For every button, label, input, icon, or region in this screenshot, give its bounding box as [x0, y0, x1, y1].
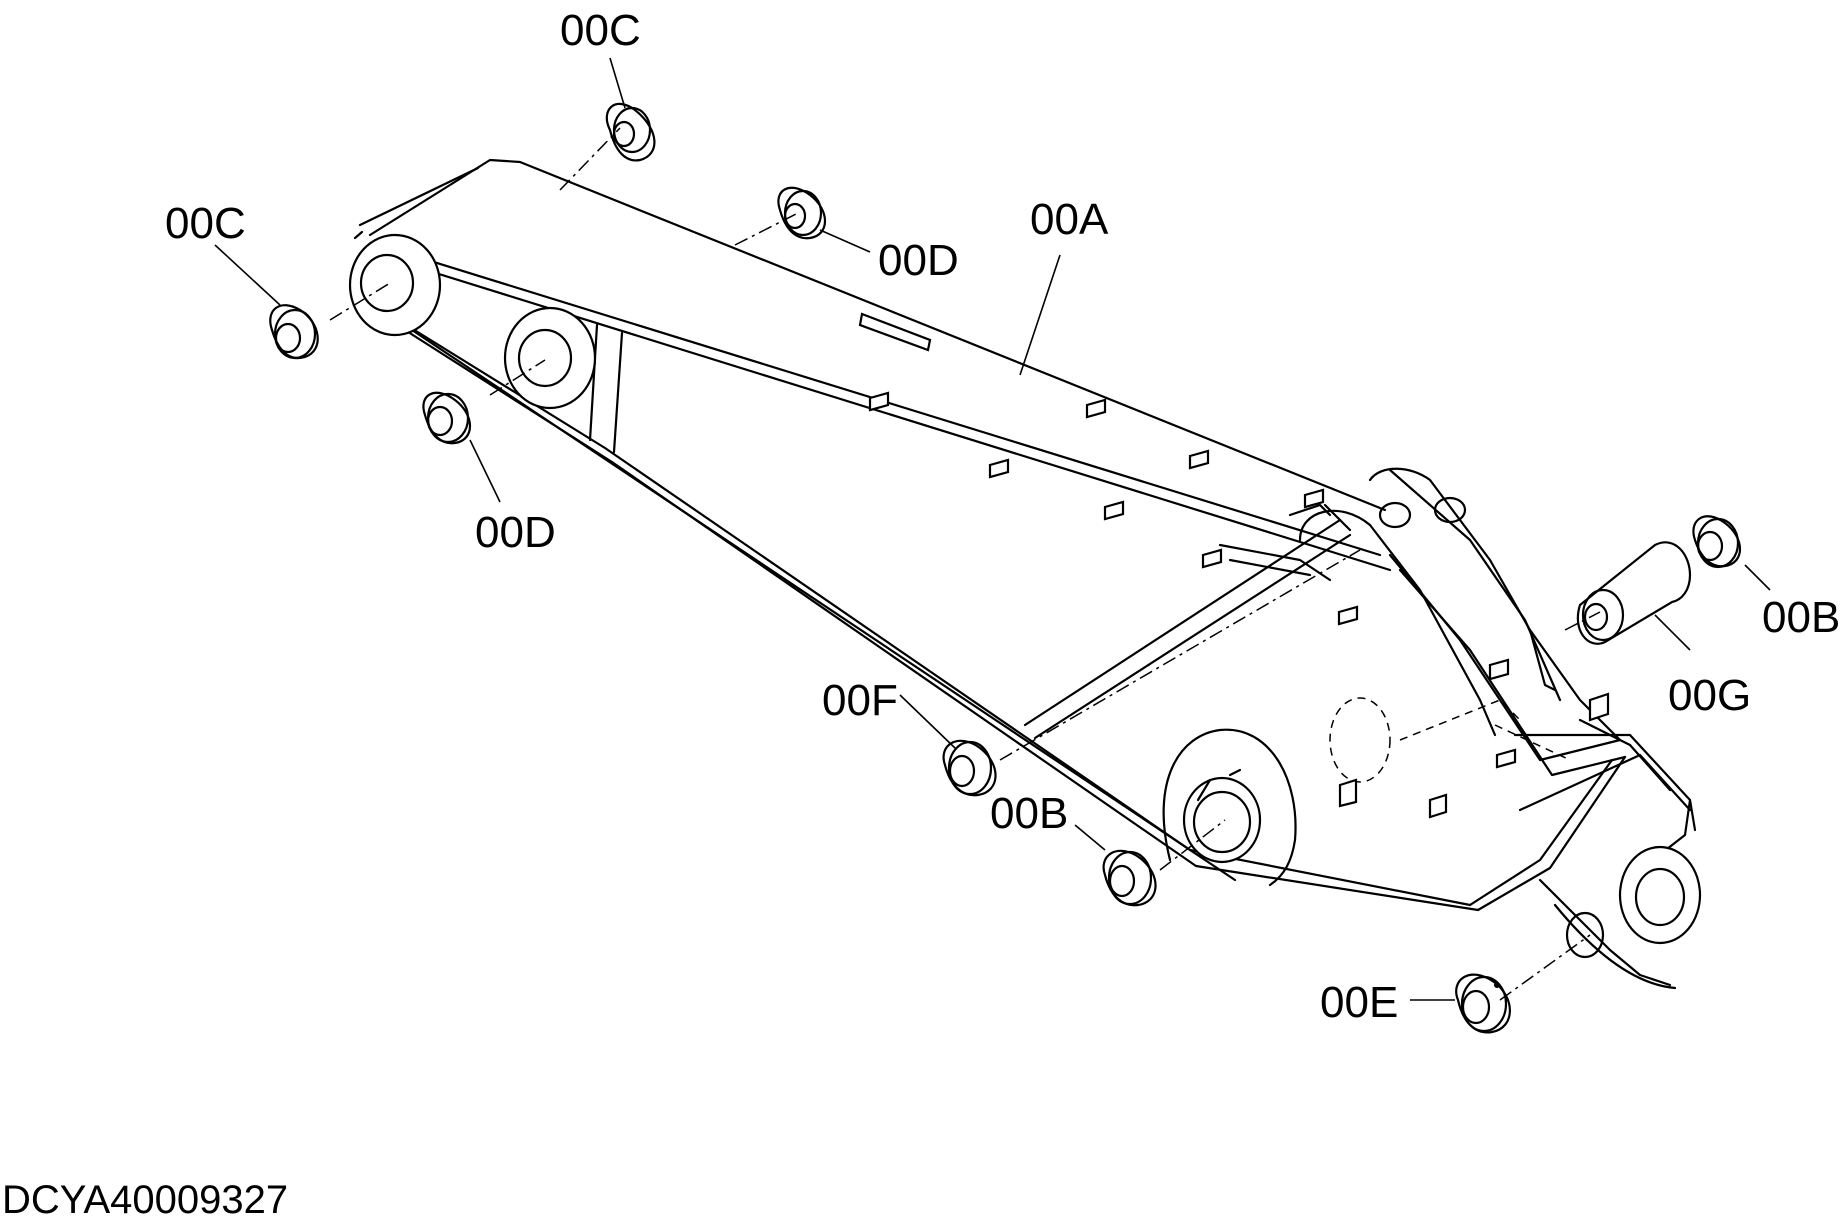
mounting-pads	[858, 312, 1610, 819]
bushing-c-left-part	[269, 304, 319, 360]
foot-pin-boss	[1162, 728, 1297, 887]
top-pin-boss	[348, 230, 442, 337]
callout-bushing-b-right: 00B	[1762, 593, 1840, 642]
bushing-b-lower-part	[1102, 849, 1157, 907]
callout-bushing-g: 00G	[1668, 671, 1751, 720]
boom-end-bosses	[1565, 845, 1702, 959]
figure-reference-code: DCYA40009327	[2, 1178, 288, 1222]
bushing-g-part	[1576, 541, 1692, 645]
callout-bushing-c-left: 00C	[165, 199, 246, 248]
upper-lug-holes	[1378, 496, 1467, 529]
callout-bushing-f: 00F	[822, 676, 898, 725]
callout-bushing-e: 00E	[1320, 978, 1398, 1027]
leader-lines	[214, 57, 1771, 1001]
bushing-e-part	[1455, 973, 1511, 1034]
bushing-d-top-part	[777, 186, 826, 240]
boom-body	[358, 158, 1697, 990]
callout-bushing-c-top: 00C	[560, 6, 641, 55]
callout-bushing-b-lower: 00B	[990, 789, 1068, 838]
second-pin-boss	[503, 306, 597, 410]
assembly-center-lines	[329, 127, 1601, 1001]
callout-bushing-d-left: 00D	[475, 508, 556, 557]
bushing-b-right-part	[1692, 515, 1741, 569]
bushing-f-part	[942, 739, 997, 797]
callout-bushing-d-top: 00D	[878, 236, 959, 285]
callout-boom: 00A	[1030, 195, 1109, 244]
bushing-c-top-part	[605, 102, 656, 162]
bushing-d-left-part	[422, 391, 471, 445]
